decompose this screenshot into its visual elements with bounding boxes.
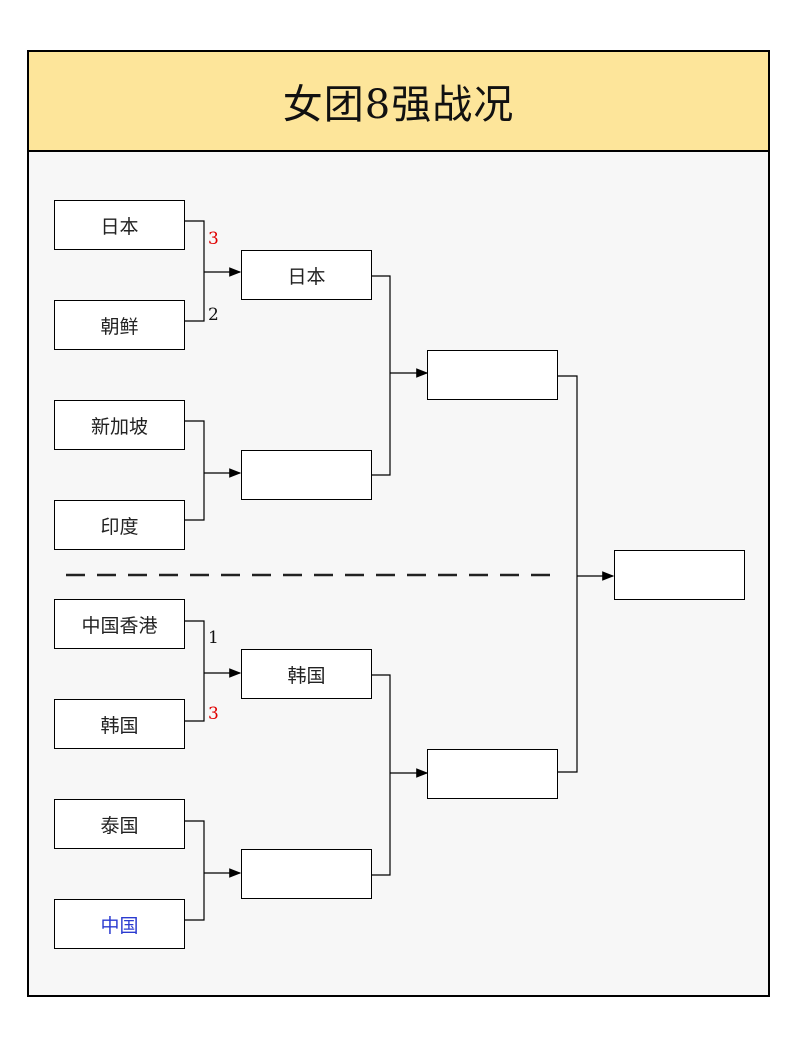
team-r1-1: 日本 (54, 200, 185, 250)
score-r1-1: 3 (208, 229, 219, 249)
score-r1-5: 1 (208, 628, 219, 648)
team-r1-6: 韩国 (54, 699, 185, 749)
team-r1-2: 朝鲜 (54, 300, 185, 350)
team-final-2 (427, 749, 558, 799)
team-r1-5: 中国香港 (54, 599, 185, 649)
connector-r1-d (185, 820, 205, 921)
team-sf-4 (241, 849, 372, 899)
connector-r1-b (185, 420, 205, 521)
team-champion (614, 550, 745, 600)
connector-r1-a (185, 220, 205, 322)
connector-sf-bottom (372, 674, 391, 876)
header: 女团8强战况 (29, 52, 768, 152)
team-r1-8: 中国 (54, 899, 185, 949)
connector-final (558, 375, 578, 773)
score-r1-2: 2 (208, 305, 219, 325)
score-r1-6: 3 (208, 704, 219, 724)
page-title: 女团8强战况 (282, 82, 515, 128)
team-sf-1: 日本 (241, 250, 372, 300)
connector-r1-c (185, 620, 205, 722)
team-r1-4: 印度 (54, 500, 185, 550)
team-sf-2 (241, 450, 372, 500)
team-r1-7: 泰国 (54, 799, 185, 849)
team-sf-3: 韩国 (241, 649, 372, 699)
connector-sf-top (372, 275, 391, 476)
team-r1-3: 新加坡 (54, 400, 185, 450)
team-final-1 (427, 350, 558, 400)
